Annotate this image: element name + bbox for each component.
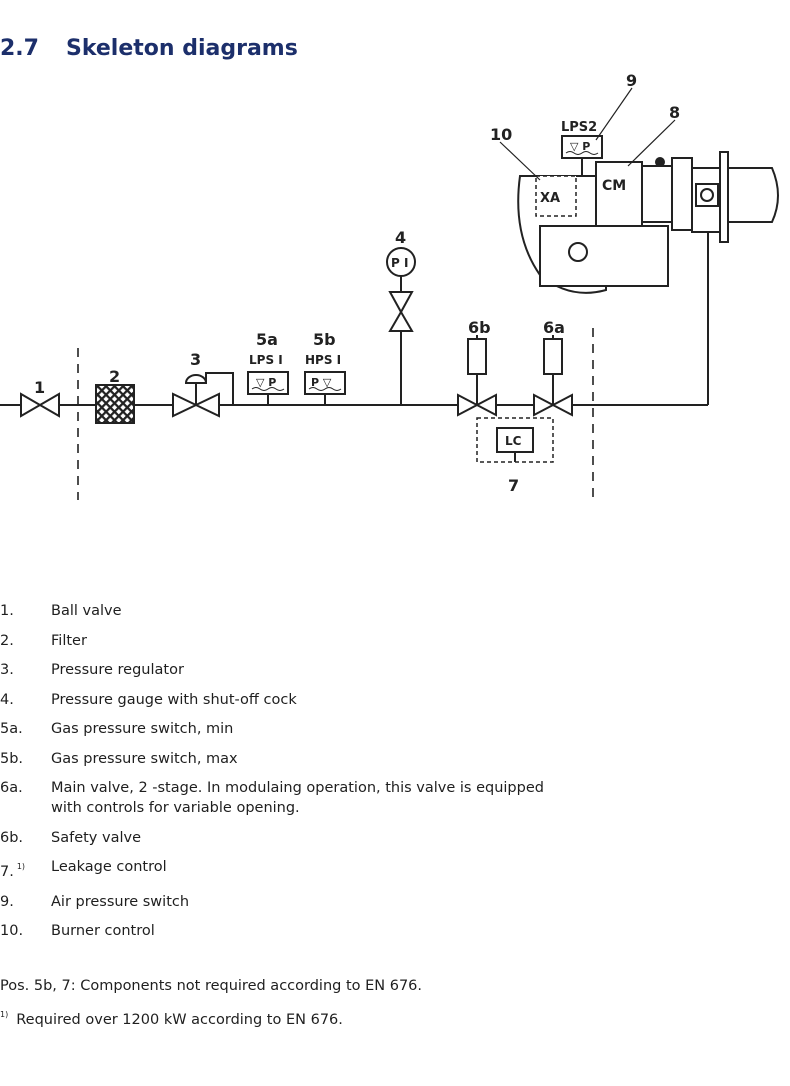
position-note: Pos. 5b, 7: Components not required acco… bbox=[0, 978, 423, 994]
section-number: 2.7 bbox=[0, 36, 39, 61]
main-valve-icon bbox=[533, 335, 573, 417]
legend-item: 6a.Main valve, 2 -stage. In modulaing op… bbox=[0, 780, 544, 816]
callout-6a: 6a bbox=[543, 318, 565, 337]
leakage-control-icon bbox=[476, 417, 554, 463]
footnote-mark: 1) bbox=[0, 1010, 9, 1019]
callout-10: 10 bbox=[490, 125, 512, 144]
safety-valve-icon bbox=[457, 335, 497, 417]
callout-4: 4 bbox=[395, 228, 406, 247]
pressure-regulator-icon bbox=[172, 372, 234, 418]
callout-6b: 6b bbox=[468, 318, 491, 337]
svg-text:▽ P: ▽ P bbox=[570, 140, 590, 153]
tag-hpsi: HPS I bbox=[305, 353, 341, 367]
footnote: 1) Required over 1200 kW according to EN … bbox=[0, 1005, 343, 1030]
callout-5a: 5a bbox=[256, 330, 278, 349]
tag-lpsi: LPS I bbox=[249, 353, 283, 367]
tag-xa: XA bbox=[540, 191, 560, 206]
legend-item: 9.Air pressure switch bbox=[0, 893, 190, 910]
legend-list: 1.Ball valve 2.Filter 3.Pressure regulat… bbox=[0, 601, 560, 951]
svg-text:P ▽: P ▽ bbox=[311, 376, 332, 389]
leader-8 bbox=[627, 119, 676, 167]
air-pressure-switch-icon: ▽ P bbox=[561, 135, 603, 176]
skeleton-diagram: 1 2 3 ▽ P P ▽ 5a 5b LPS I HPS I bbox=[0, 71, 779, 500]
tag-lps2: LPS2 bbox=[561, 120, 597, 135]
callout-1: 1 bbox=[34, 378, 45, 397]
burner-control-box bbox=[535, 175, 577, 217]
burner-icon bbox=[517, 151, 779, 294]
leader-9 bbox=[595, 87, 633, 141]
tag-pi: P I bbox=[391, 256, 408, 270]
legend-item: 1.Ball valve bbox=[0, 603, 122, 619]
pressure-switch-max-icon: P ▽ bbox=[304, 371, 346, 405]
svg-text:▽ P: ▽ P bbox=[256, 376, 276, 389]
callout-2: 2 bbox=[109, 367, 120, 386]
legend-item: 3.Pressure regulator bbox=[0, 662, 184, 678]
leader-10 bbox=[499, 141, 541, 181]
tag-lc: LC bbox=[505, 434, 522, 448]
ball-valve-icon bbox=[20, 392, 60, 418]
pressure-switch-min-icon: ▽ P bbox=[247, 371, 289, 405]
callout-5b: 5b bbox=[313, 330, 336, 349]
legend-item: 5b.Gas pressure switch, max bbox=[0, 750, 238, 767]
legend-item: 10.Burner control bbox=[0, 923, 155, 939]
tag-cm: CM bbox=[602, 178, 626, 194]
legend-item: 7.1)Leakage control bbox=[0, 859, 167, 880]
pressure-gauge-icon bbox=[386, 247, 416, 405]
legend-item: 5a.Gas pressure switch, min bbox=[0, 721, 234, 737]
legend-item: 2.Filter bbox=[0, 632, 87, 649]
callout-8: 8 bbox=[669, 103, 680, 122]
filter-icon bbox=[95, 384, 135, 424]
callout-9: 9 bbox=[626, 71, 637, 90]
legend-item: 4.Pressure gauge with shut-off cock bbox=[0, 691, 297, 708]
callout-7: 7 bbox=[508, 476, 519, 495]
section-title: Skeleton diagrams bbox=[66, 36, 298, 61]
legend-item: 6b.Safety valve bbox=[0, 829, 141, 846]
section-heading: 2.7 Skeleton diagrams bbox=[0, 36, 298, 61]
callout-3: 3 bbox=[190, 350, 201, 369]
footnote-text: Required over 1200 kW according to EN 67… bbox=[16, 1012, 343, 1028]
